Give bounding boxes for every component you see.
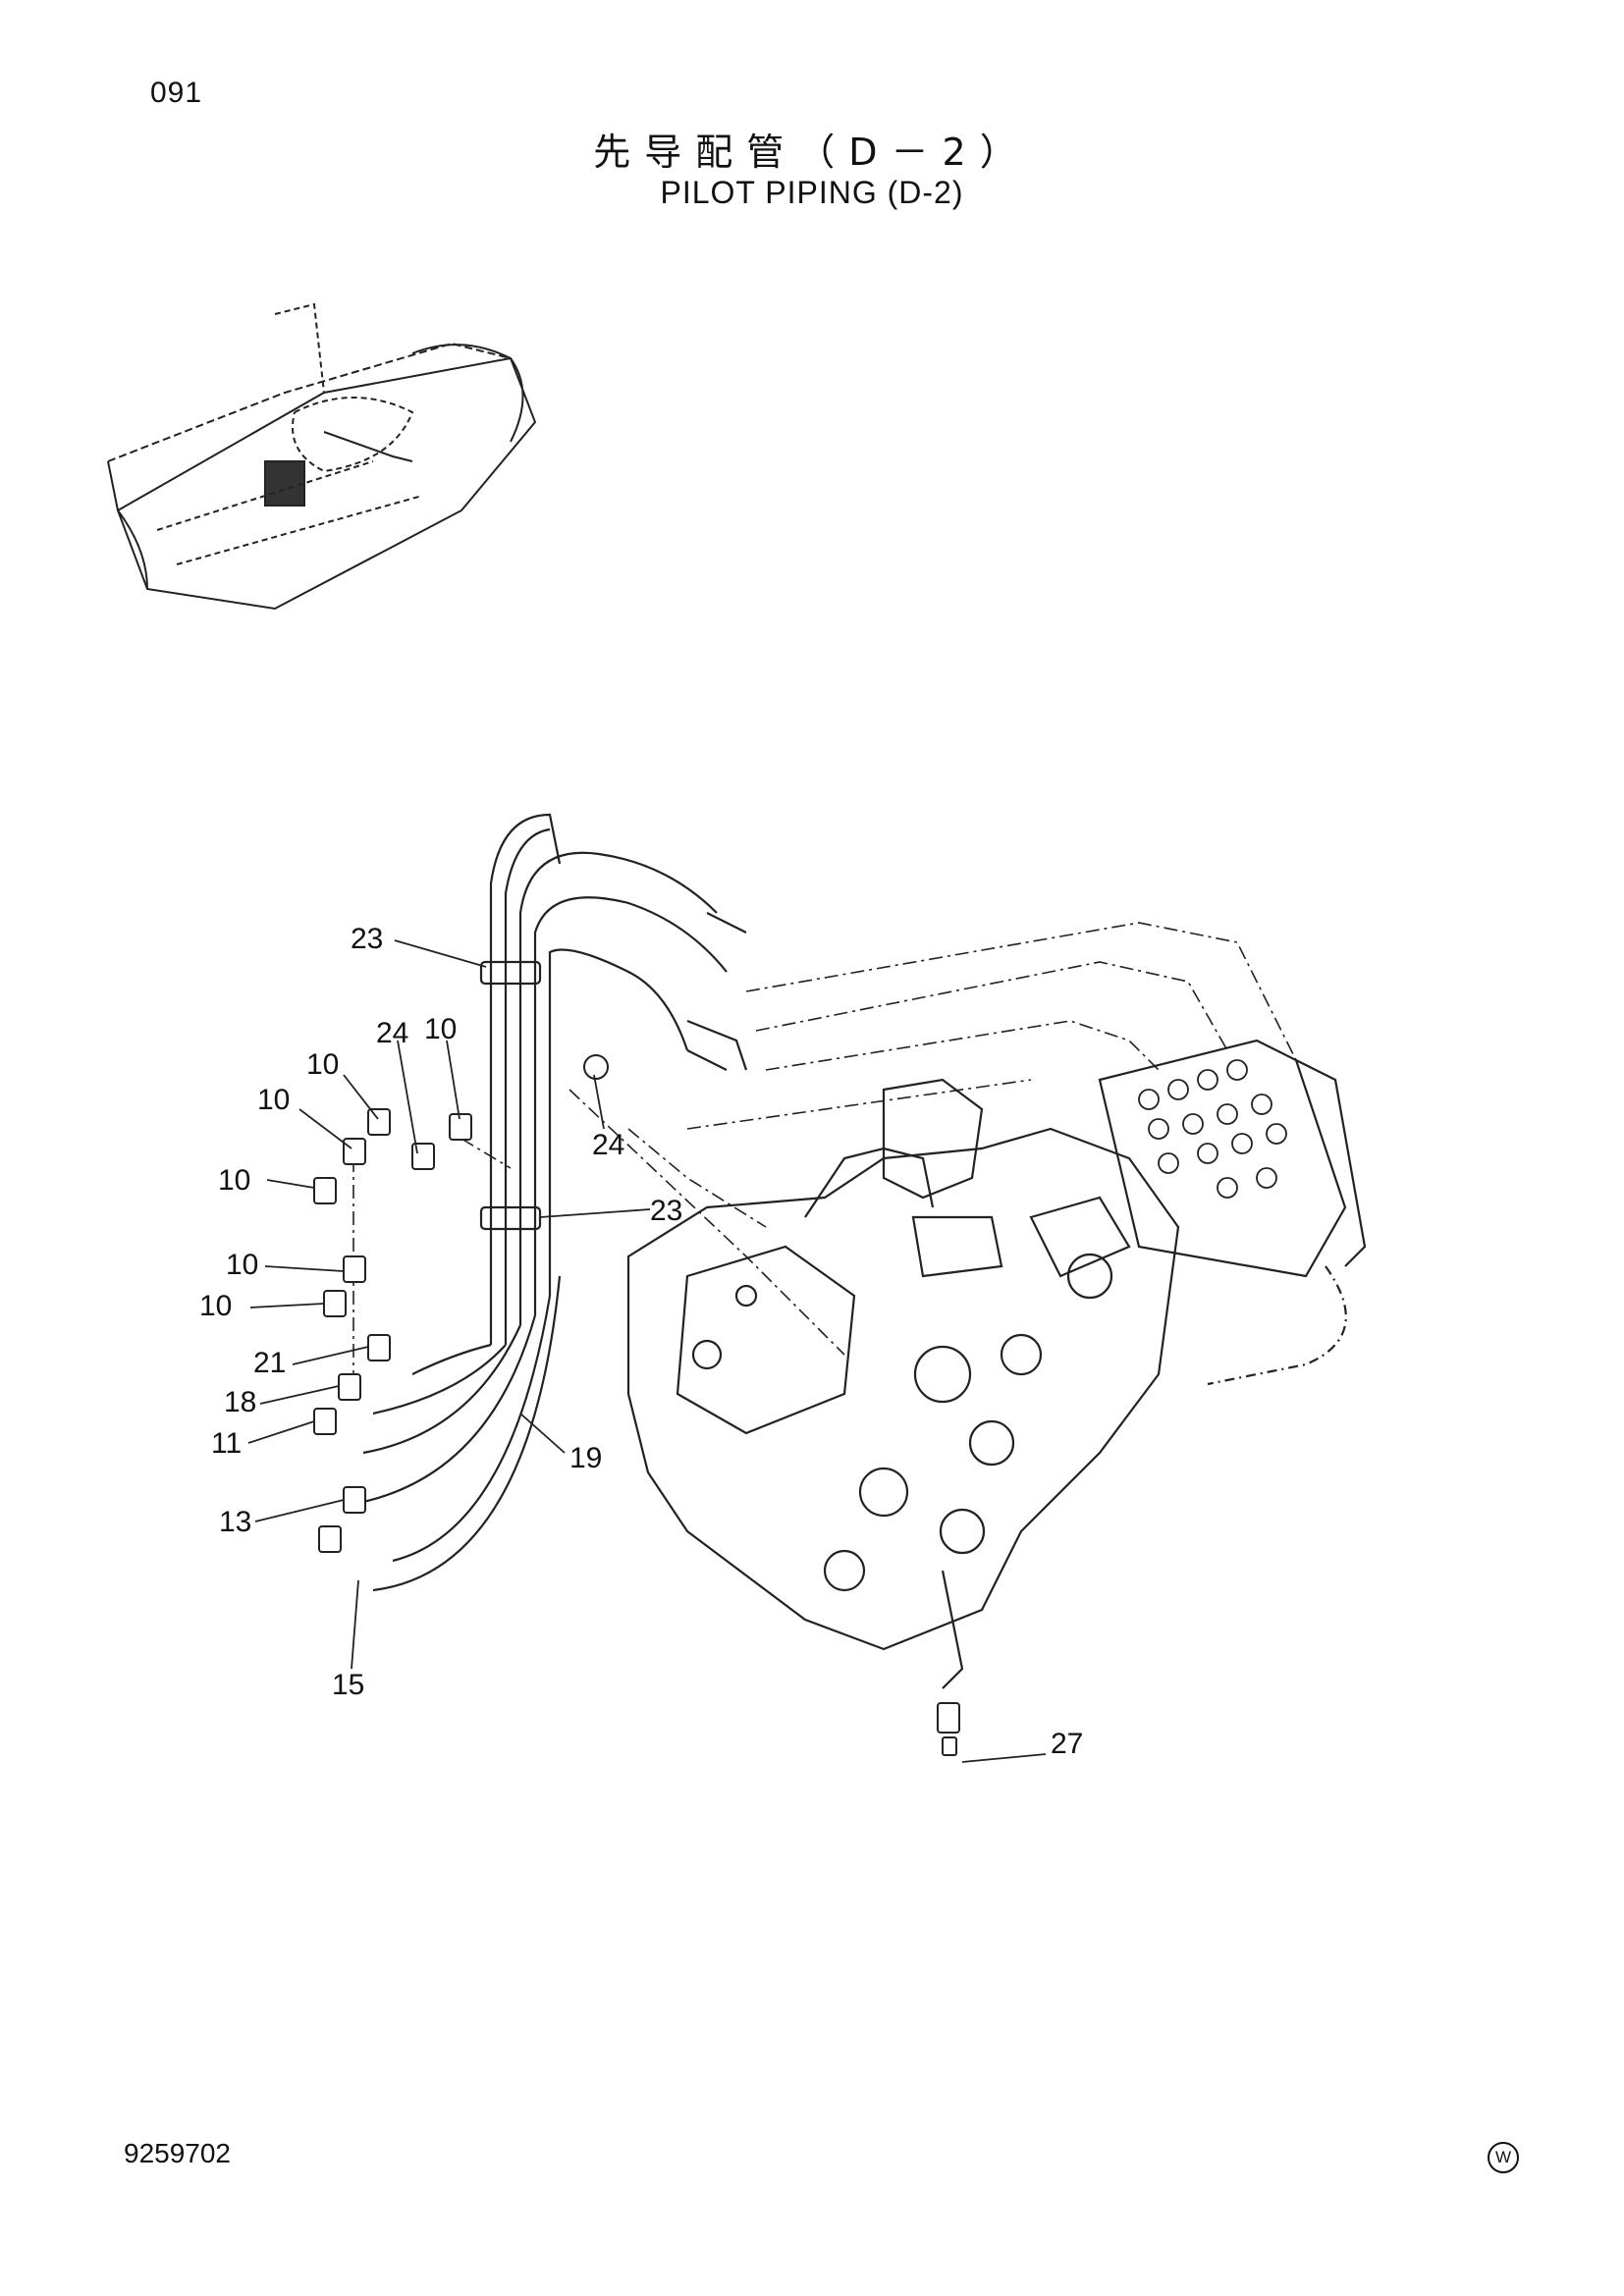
callout-27: 27 — [1051, 1728, 1083, 1760]
assembly-center-lines — [352, 922, 1297, 1374]
callout-10-e: 10 — [226, 1249, 258, 1281]
fittings — [313, 1054, 960, 1756]
callout-24-upper: 24 — [376, 1017, 408, 1049]
callout-21: 21 — [253, 1347, 286, 1379]
leader-lines — [247, 939, 1047, 1763]
title-japanese: 先导配管（D－2） — [593, 131, 1031, 174]
callout-19: 19 — [569, 1442, 602, 1474]
callout-11: 11 — [211, 1427, 242, 1460]
callout-23-upper: 23 — [351, 923, 383, 955]
document-number: 9259702 — [124, 2138, 232, 2168]
callout-18: 18 — [224, 1386, 256, 1418]
callout-13: 13 — [219, 1506, 251, 1538]
callout-10-d: 10 — [218, 1164, 250, 1197]
control-valve-assembly — [626, 1078, 1180, 1689]
page-number: 091 — [150, 77, 203, 109]
callout-23-lower: 23 — [650, 1195, 682, 1227]
callout-10-c: 10 — [257, 1084, 290, 1116]
corner-w-mark: W — [1488, 2142, 1519, 2173]
title-english: PILOT PIPING (D-2) — [660, 175, 964, 210]
pilot-manifold-block — [1098, 1039, 1367, 1386]
callout-labels: 23 24 10 10 10 10 24 23 10 10 21 18 11 1… — [199, 923, 1083, 1760]
callout-10-a: 10 — [424, 1013, 457, 1045]
callout-24-lower: 24 — [592, 1129, 624, 1161]
callout-10-f: 10 — [199, 1290, 232, 1322]
callout-10-b: 10 — [306, 1048, 339, 1081]
machine-locator-inset — [107, 302, 537, 611]
callout-15: 15 — [332, 1669, 364, 1701]
pilot-hose-bundle — [362, 813, 748, 1592]
